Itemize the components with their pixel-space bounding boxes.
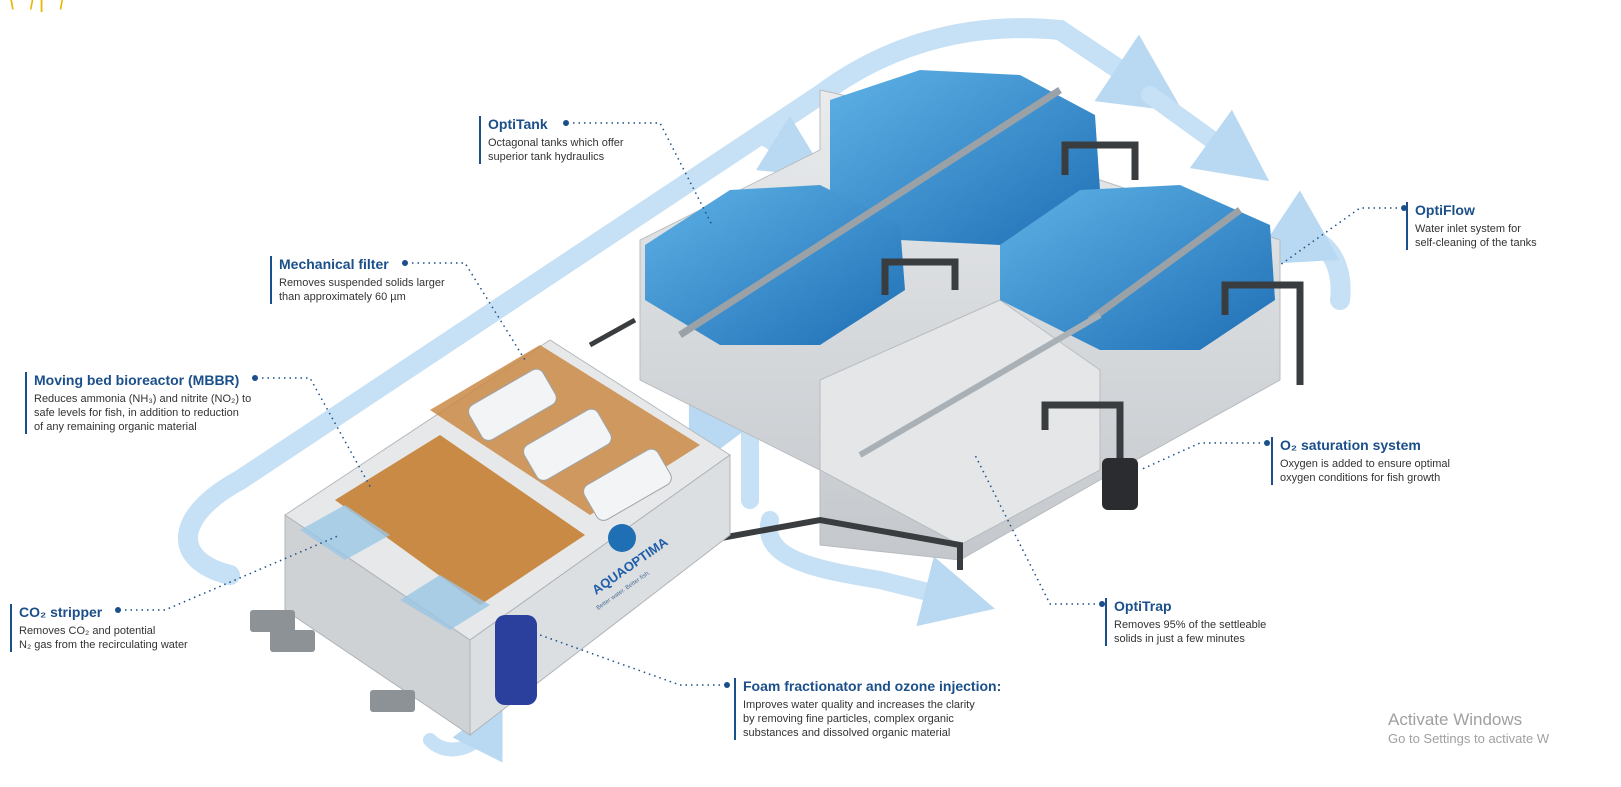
callout-optiflow: OptiFlow Water inlet system for self-cle…	[1406, 202, 1537, 250]
tank-left-water	[645, 185, 905, 345]
watermark-line-1: Activate Windows	[1388, 710, 1523, 729]
callout-title: OptiTrap	[1114, 598, 1172, 614]
callout-co2-stripper: CO₂ stripper Removes CO₂ and potential N…	[10, 604, 188, 652]
callout-title: Mechanical filter	[279, 256, 389, 272]
flow-arrow-bottom-left	[423, 699, 503, 763]
co2-stripper-bays	[300, 505, 490, 630]
callout-description: Removes CO₂ and potential N₂ gas from th…	[19, 625, 188, 651]
callout-description: Octagonal tanks which offer superior tan…	[488, 137, 624, 163]
pump-skids	[250, 610, 415, 712]
drum-filters	[468, 368, 672, 521]
callout-title: Moving bed bioreactor (MBBR)	[34, 372, 240, 388]
pipe-right	[1221, 281, 1304, 385]
logo-fragment: \ /| /	[10, 0, 70, 12]
callout-title: CO₂ stripper	[19, 604, 103, 620]
callout-description: Removes 95% of the settleable solids in …	[1114, 619, 1267, 645]
callout-title: OptiTank	[488, 116, 548, 132]
tank-right-water	[1000, 185, 1275, 350]
callout-description: Improves water quality and increases the…	[743, 699, 975, 739]
leader-dots	[115, 120, 1407, 688]
callout-foam-fractionator: Foam fractionator and ozone injection: I…	[734, 678, 1001, 740]
foam-fractionator-tank	[495, 615, 537, 705]
flow-arrow-right-return	[1250, 190, 1351, 310]
callout-title: O₂ saturation system	[1280, 437, 1421, 453]
filtration-building: AQUAOPTIMA Better water. Better fish.	[250, 339, 731, 737]
tank-complex	[588, 70, 1304, 570]
callout-description: Removes suspended solids larger than app…	[279, 277, 445, 303]
callout-title: Foam fractionator and ozone injection:	[743, 678, 1002, 694]
callout-title: OptiFlow	[1415, 202, 1475, 218]
pipe-connector	[709, 516, 963, 570]
callout-mechanical-filter: Mechanical filter Removes suspended soli…	[270, 256, 445, 304]
callout-description: Reduces ammonia (NH₃) and nitrite (NO₂) …	[34, 393, 252, 433]
leader-lines	[125, 122, 1397, 686]
mbbr-media	[335, 435, 585, 605]
walkway-3	[858, 312, 1102, 458]
pipe-lower	[1041, 401, 1124, 470]
o2-cone-tank	[1102, 458, 1138, 510]
tank-back-water	[830, 70, 1100, 245]
pipe-left	[881, 258, 959, 295]
callout-optitrap: OptiTrap Removes 95% of the settleable s…	[1105, 598, 1266, 646]
walkway-2	[1087, 207, 1243, 323]
flow-arrow-left-top	[752, 115, 828, 177]
pipe-filter-link	[588, 317, 637, 348]
callout-description: Water inlet system for self-cleaning of …	[1415, 223, 1537, 249]
walkway-1	[678, 87, 1062, 338]
callout-mbbr: Moving bed bioreactor (MBBR) Reduces amm…	[25, 372, 251, 434]
callout-o2-saturation: O₂ saturation system Oxygen is added to …	[1271, 437, 1450, 485]
callout-optitank: OptiTank Octagonal tanks which offer sup…	[479, 116, 624, 164]
pipe-back	[1061, 141, 1139, 180]
windows-activation-watermark: Activate Windows Go to Settings to activ…	[1388, 710, 1549, 748]
flow-arrow-upper-right	[1141, 86, 1270, 182]
watermark-line-2: Go to Settings to activate W	[1388, 731, 1550, 746]
flow-arrow-bottom	[759, 511, 995, 627]
aquaoptima-logo-mark	[608, 524, 636, 552]
callout-description: Oxygen is added to ensure optimal oxygen…	[1280, 458, 1450, 484]
